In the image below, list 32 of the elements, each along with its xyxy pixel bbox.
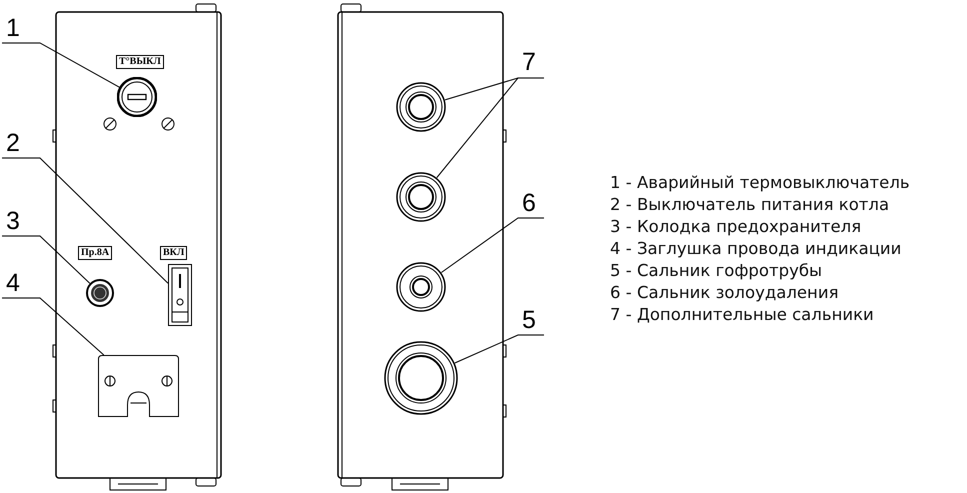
callout-number: 7 (518, 50, 544, 78)
key-entry: 6 - Сальник золоудаления (610, 283, 838, 303)
panel-label: Т°ВЫКЛ (116, 55, 164, 69)
key-entry: 1 - Аварийный термовыключатель (610, 173, 910, 193)
leader-line (2, 298, 104, 356)
key-entry: 4 - Заглушка провода индикации (610, 239, 902, 259)
callout-number: 2 (2, 131, 40, 158)
leader-line (2, 42, 120, 88)
panel-label: ВКЛ (160, 246, 188, 260)
cover-plate (98, 355, 179, 417)
callout-number: 6 (518, 191, 544, 218)
cable-gland (396, 172, 446, 222)
cable-gland (396, 82, 446, 132)
panel-label: Пр.8А (78, 246, 112, 260)
key-entry: 7 - Дополнительные сальники (610, 305, 874, 325)
leader-line (440, 218, 544, 273)
rocker-switch (168, 264, 192, 326)
leader-line (454, 334, 544, 364)
leader-line (2, 158, 168, 284)
key-entry: 5 - Сальник гофротрубы (610, 261, 822, 281)
callout-number: 4 (2, 271, 40, 298)
callout-number: 5 (518, 308, 544, 335)
cable-gland (396, 262, 446, 312)
callout-number: 1 (2, 16, 40, 43)
callout-number: 3 (2, 209, 40, 236)
leader-line (436, 78, 544, 178)
fuse-holder (86, 279, 114, 307)
leader-line (2, 236, 90, 284)
cable-gland (384, 341, 458, 415)
key-entry: 3 - Колодка предохранителя (610, 217, 862, 237)
key-entry: 2 - Выключатель питания котла (610, 195, 890, 215)
thermostat-knob (117, 77, 157, 117)
